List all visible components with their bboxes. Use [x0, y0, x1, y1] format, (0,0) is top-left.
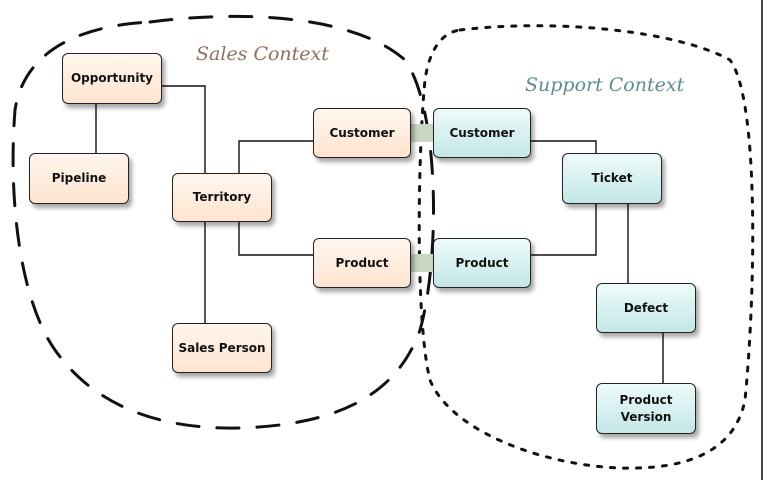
right-border	[761, 0, 763, 480]
node-support-product[interactable]: Product	[433, 238, 531, 288]
node-sales-product[interactable]: Product	[313, 238, 411, 288]
edge-opportunity-territory	[162, 85, 206, 173]
node-sales-customer[interactable]: Customer	[313, 108, 411, 158]
node-territory[interactable]: Territory	[172, 173, 272, 222]
shared-customer-link	[411, 124, 433, 142]
shared-product-link	[411, 254, 433, 272]
support-context-boundary	[417, 24, 755, 470]
node-product-version[interactable]: Product Version	[596, 383, 696, 434]
node-sales-person[interactable]: Sales Person	[172, 323, 272, 373]
node-pipeline[interactable]: Pipeline	[29, 153, 129, 204]
edge-product-ticket	[531, 204, 597, 256]
node-opportunity[interactable]: Opportunity	[62, 53, 162, 104]
sales-context-title: Sales Context	[196, 43, 329, 65]
node-defect[interactable]: Defect	[596, 283, 696, 333]
node-support-customer[interactable]: Customer	[433, 108, 531, 158]
edge-customer-ticket	[531, 140, 597, 153]
node-ticket[interactable]: Ticket	[562, 153, 662, 204]
support-context-title: Support Context	[525, 74, 685, 96]
edge-territory-product	[238, 222, 313, 256]
sales-context-boundary	[11, 14, 435, 430]
edge-territory-customer	[238, 140, 313, 173]
